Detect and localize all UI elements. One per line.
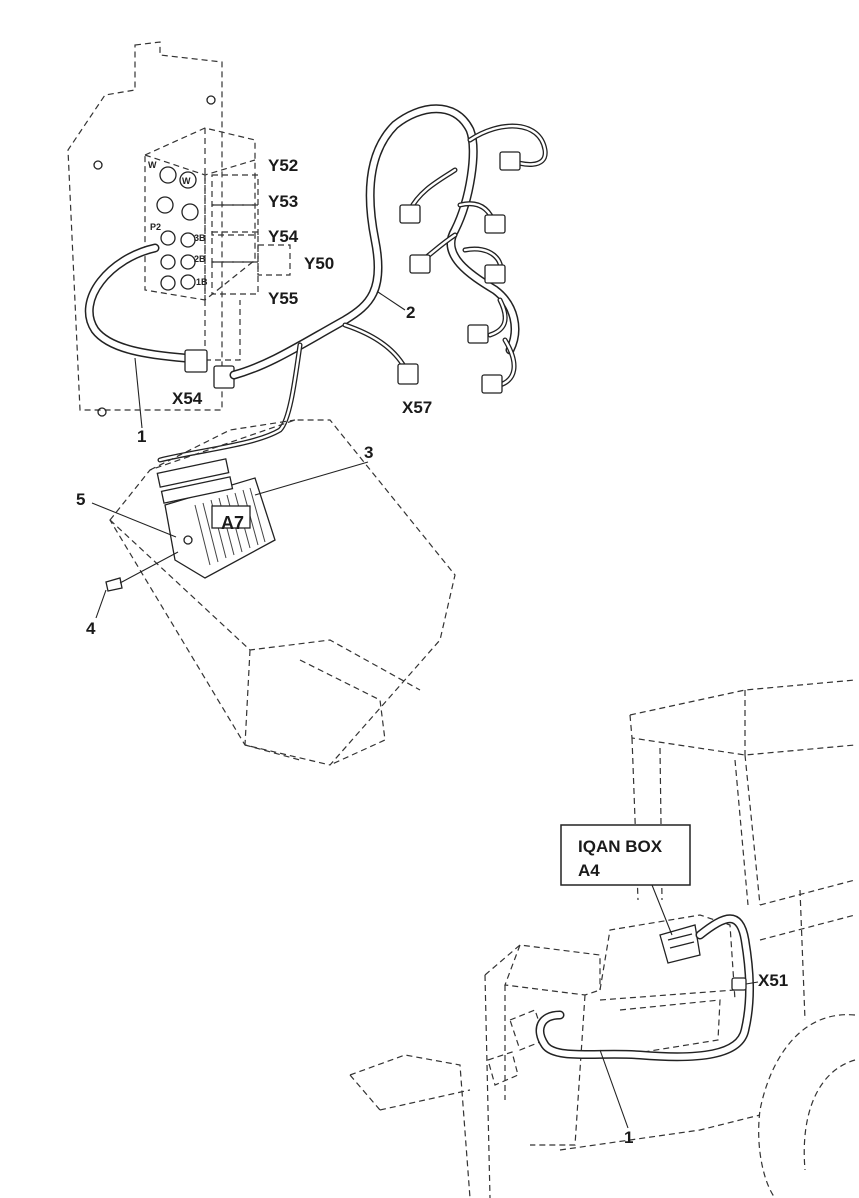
tractor-wheel-outline: [758, 1014, 856, 1198]
iqan-box-id: A4: [578, 861, 600, 880]
valve-block: W W P2 3B 2B 1B: [144, 127, 291, 361]
screw-5: [183, 535, 193, 545]
cab-console-housing: [109, 419, 456, 766]
callout-y54: Y54: [268, 227, 299, 246]
callout-2: 2: [406, 303, 415, 322]
iqan-box-module: [651, 884, 701, 964]
port-label-p2: P2: [150, 222, 161, 232]
callout-1-top: 1: [137, 427, 146, 446]
callout-a7: A7: [221, 513, 244, 533]
callout-x51: X51: [758, 971, 788, 990]
callout-y50: Y50: [304, 254, 334, 273]
port-label-3b: 3B: [194, 233, 206, 243]
callout-y55: Y55: [268, 289, 298, 308]
callout-y53: Y53: [268, 192, 298, 211]
controller-module-a7: [156, 458, 276, 579]
a7-label-plate: [211, 505, 251, 529]
port-label-w2: W: [182, 176, 191, 186]
callout-1-bottom: 1: [624, 1128, 633, 1147]
callout-3: 3: [364, 443, 373, 462]
tractor-cab-outline: [629, 679, 856, 1021]
callout-5: 5: [76, 490, 85, 509]
port-label-2b: 2B: [194, 254, 206, 264]
port-label-1b: 1B: [196, 277, 208, 287]
iqan-box-callout: IQAN BOX A4: [560, 824, 691, 886]
cable-harness-2: [157, 104, 548, 463]
iqan-box-title: IQAN BOX: [578, 837, 663, 856]
port-label-w1: W: [148, 160, 157, 170]
callout-y52: Y52: [268, 156, 298, 175]
callout-x57: X57: [402, 398, 432, 417]
callout-4: 4: [86, 619, 96, 638]
screw-4: [105, 551, 179, 592]
tractor-frame-outline: [349, 914, 761, 1198]
callout-x54: X54: [172, 389, 203, 408]
cable-harness-1-bottom: [535, 914, 759, 1129]
valve-mounting-plate: [67, 41, 223, 417]
cable-harness-1: [84, 243, 235, 389]
